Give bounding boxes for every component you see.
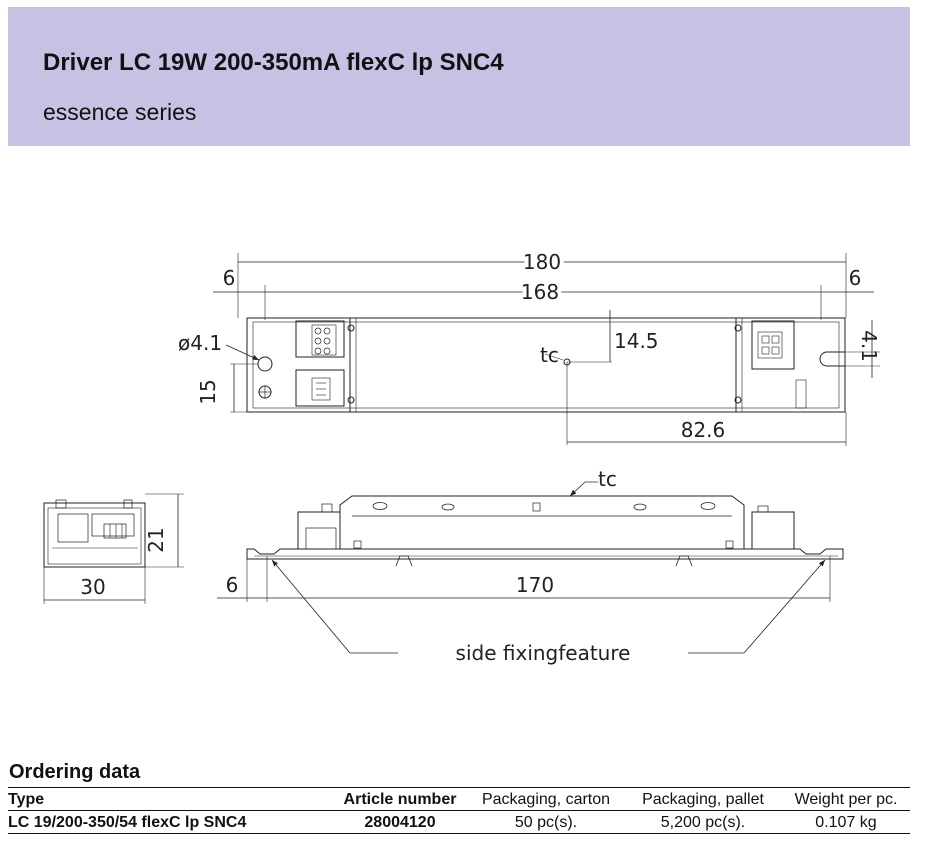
col-weight: Weight per pc.: [794, 791, 898, 808]
table-header-row: Type Article number Packaging, carton Pa…: [8, 787, 910, 811]
col-type: Type: [8, 791, 45, 808]
side-view-labels: tc 170 6 side fixingfeature: [226, 467, 631, 665]
side-fixing-note: side fixingfeature: [456, 641, 631, 665]
cell-packaging-carton: 50 pc(s).: [514, 814, 578, 831]
dim-depth: 21: [144, 527, 168, 552]
dim-right-end: 6: [849, 266, 862, 290]
end-view-labels: 30 21: [80, 527, 168, 599]
header-banner: Driver LC 19W 200-350mA flexC lp SNC4 es…: [8, 7, 910, 146]
cell-type: LC 19/200-350/54 flexC lp SNC4: [8, 814, 247, 831]
dim-tc-x: 82.6: [681, 418, 726, 442]
dim-tc-y: 14.5: [614, 329, 659, 353]
product-title: Driver LC 19W 200-350mA flexC lp SNC4: [43, 49, 504, 76]
cell-packaging-pallet: 5,200 pc(s).: [660, 814, 746, 831]
dim-hole-diameter: ø4.1: [178, 331, 222, 355]
dim-side-end: 6: [226, 573, 239, 597]
ordering-data-title: Ordering data: [9, 761, 141, 783]
dim-fixing-spacing: 170: [516, 573, 554, 597]
tc-label-side: tc: [598, 467, 617, 491]
top-view: [213, 253, 880, 446]
dim-height: 15: [196, 379, 220, 404]
table-row: LC 19/200-350/54 flexC lp SNC4 28004120 …: [8, 811, 910, 834]
dim-slot-width: 4.1: [857, 330, 881, 362]
technical-drawing: 180 168 6 6 ø4.1 14.5 tc 82.6 15 4.1 30 …: [43, 246, 881, 665]
col-packaging-carton: Packaging, carton: [481, 791, 611, 808]
col-article-number: Article number: [343, 791, 457, 808]
col-packaging-pallet: Packaging, pallet: [642, 791, 764, 808]
tc-label-top: tc: [540, 343, 559, 367]
ordering-table: Type Article number Packaging, carton Pa…: [8, 787, 910, 834]
cell-article-number: 28004120: [364, 814, 436, 831]
dim-width: 30: [80, 575, 105, 599]
dim-fixing-length: 168: [521, 280, 559, 304]
dim-left-end: 6: [223, 266, 236, 290]
cell-weight: 0.107 kg: [815, 814, 877, 831]
side-view: [217, 481, 844, 654]
dim-overall-length: 180: [523, 250, 561, 274]
end-view: [43, 493, 184, 604]
product-series: essence series: [43, 99, 197, 125]
top-view-labels: 180 168 6 6 ø4.1 14.5 tc 82.6 15 4.1: [178, 246, 881, 442]
